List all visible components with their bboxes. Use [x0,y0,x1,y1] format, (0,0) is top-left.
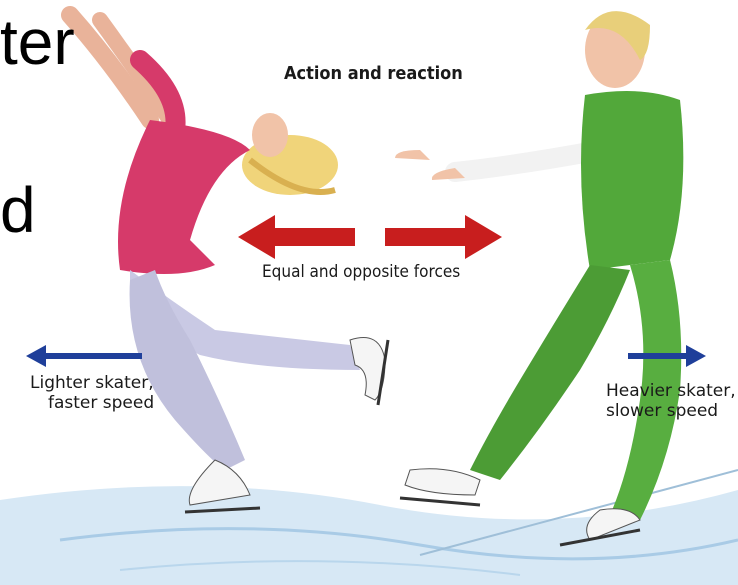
lighter-skater-label-line2: faster speed [30,394,154,414]
heavier-skater-label-line1: Heavier skater, [606,382,736,402]
slide-text-fragment: d [0,178,36,242]
heavier-skater-label-line2: slower speed [606,402,736,422]
heavier-skater-label: Heavier skater, slower speed [606,382,736,421]
force-arrow-left [238,215,355,259]
force-arrow-right [385,215,502,259]
diagram-title: Action and reaction [284,63,463,84]
lighter-skater-label-line1: Lighter skater, [30,374,154,394]
lighter-skater-label: Lighter skater, faster speed [30,374,154,413]
force-label: Equal and opposite forces [262,262,460,282]
velocity-arrow-left [26,345,142,367]
slide-text-fragment: ter [0,10,75,74]
